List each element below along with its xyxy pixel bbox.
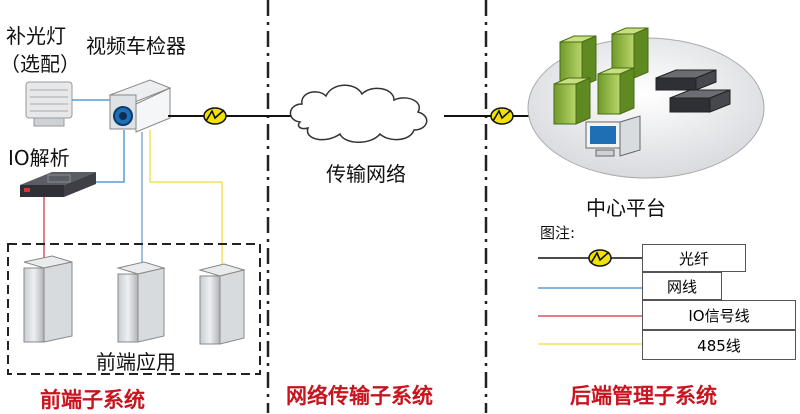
frontend-app-label: 前端应用 <box>96 350 176 374</box>
server-icon <box>611 27 649 79</box>
fill-light-optional-label: （选配） <box>0 52 80 76</box>
legend-item-fiber: 光纤 <box>642 244 746 272</box>
server-icon <box>597 67 635 115</box>
camera-to-io-cable <box>96 130 125 183</box>
server-icon <box>559 35 597 87</box>
server-icon <box>553 77 591 125</box>
fill-light-label: 补光灯 <box>6 24 66 48</box>
video-detector-label: 视频车检器 <box>86 34 186 58</box>
cloud-icon <box>289 84 428 143</box>
frontend-boundary <box>7 243 261 375</box>
network-subsystem-label: 网络传输子系统 <box>286 384 433 408</box>
fiber-connector-icon <box>588 249 612 267</box>
fill-light-icon <box>25 81 73 127</box>
camera-485-cable <box>149 130 223 268</box>
cabinet-icon <box>116 261 166 343</box>
network-label: 传输网络 <box>326 162 406 186</box>
fiber-connector-icon <box>203 107 227 125</box>
workstation-icon <box>585 115 641 157</box>
legend-title: 图注: <box>540 224 576 242</box>
cabinet-icon <box>23 255 73 343</box>
io-parser-label: IO解析 <box>8 146 70 170</box>
legend-item-network: 网线 <box>642 272 722 300</box>
legend-item-485: 485线 <box>642 330 796 360</box>
back-subsystem-label: 后端管理子系统 <box>570 384 717 408</box>
legend-item-io: IO信号线 <box>642 300 796 330</box>
cabinet-icon <box>198 263 246 345</box>
center-platform-icon <box>527 27 765 179</box>
center-platform-label: 中心平台 <box>586 196 666 220</box>
front-subsystem-label: 前端子系统 <box>40 388 145 412</box>
fiber-connector-icon <box>490 107 514 125</box>
video-detector-camera-icon <box>108 79 172 133</box>
io-parser-icon <box>20 172 96 197</box>
storage-icon <box>655 69 731 113</box>
